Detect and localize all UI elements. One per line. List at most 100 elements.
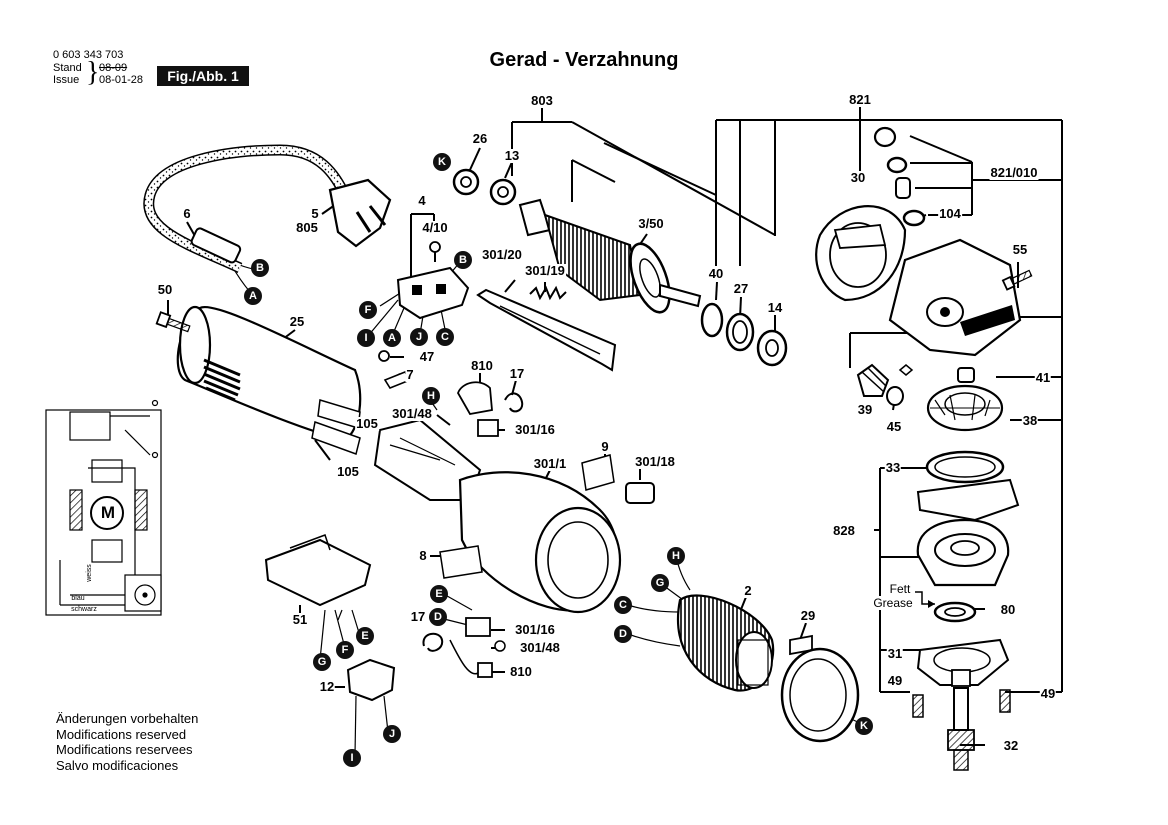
figure-label: Fig./Abb. 1 [157,66,249,86]
label-17-top: 17 [508,366,526,381]
label-38: 38 [1021,413,1039,428]
issue-date: 08-01-28 [99,74,144,86]
suppressor-capacitor [264,534,396,702]
marker-c: C [441,331,449,343]
label-fett: Fett [888,582,912,596]
note-line: Salvo modificaciones [56,757,179,773]
marker-e: E [435,588,443,600]
label-32: 32 [1002,738,1020,753]
label-828: 828 [832,523,856,538]
label-301-16-top: 301/16 [514,422,556,437]
marker-a: A [249,290,257,302]
label-13: 13 [503,148,521,163]
part-number: 0 603 343 703 [53,49,124,61]
label-14: 14 [766,300,784,315]
label-26: 26 [471,131,489,146]
switch-slider [476,285,617,372]
label-4: 4 [417,193,427,208]
label-49-left: 49 [886,673,904,688]
label-27: 27 [732,281,750,296]
marker-b: B [256,262,264,274]
marker-f: F [341,644,349,656]
label-12: 12 [318,679,336,694]
marker-d: D [434,611,442,623]
wire-label-weiss: weiss [86,564,93,582]
label-5: 5 [310,206,320,221]
note-line: Änderungen vorbehalten [56,711,199,726]
label-51: 51 [291,612,309,627]
marker-k: K [438,156,446,168]
flange-assembly [912,450,1020,771]
connector-markers [244,153,873,767]
label-50: 50 [156,282,174,297]
marker-f: F [364,304,372,316]
label-grease: Grease [872,596,914,610]
label-301-16-bottom: 301/16 [514,622,556,637]
gear-set [856,363,1004,432]
power-cord [143,144,392,273]
gear-housing [815,126,1033,357]
armature [452,168,702,314]
bearing-rings [700,302,788,367]
label-39: 39 [856,402,874,417]
label-803: 803 [530,93,554,108]
label-301-48-top: 301/48 [391,406,433,421]
label-9: 9 [600,439,610,454]
brush-assembly [422,617,506,678]
label-17-bottom: 17 [409,609,427,624]
label-301-48-bottom: 301/48 [519,640,561,655]
marker-j: J [415,331,423,343]
handle-housing [373,350,655,614]
issue-label: Issue [53,74,80,86]
marker-g: G [655,577,665,589]
stand-label: Stand [53,62,82,74]
marker-c: C [619,599,627,611]
marker-i: I [364,332,368,344]
label-2: 2 [743,583,753,598]
marker-k: K [860,720,868,732]
label-6: 6 [182,206,192,221]
label-301-18: 301/18 [634,454,676,469]
label-3-50: 3/50 [637,216,665,231]
note-line: Modifications reserved [56,726,187,742]
label-55: 55 [1011,242,1029,257]
label-805: 805 [295,220,319,235]
page-title: Gerad - Verzahnung [489,49,679,71]
label-105-b: 105 [336,464,360,479]
label-41: 41 [1034,370,1052,385]
label-4-10: 4/10 [421,220,449,235]
label-7: 7 [405,367,415,382]
end-cap [780,634,860,743]
label-40: 40 [707,266,725,281]
marker-h: H [427,390,435,402]
marker-g: G [317,656,327,668]
wiring-schematic [45,399,162,616]
motor-housing [155,305,362,455]
label-301-19: 301/19 [524,263,566,278]
label-25: 25 [288,314,306,329]
marker-i: I [350,752,354,764]
marker-d: D [619,628,627,640]
label-810-bottom: 810 [509,664,533,679]
label-821: 821 [848,92,872,107]
switch-assembly [396,241,470,320]
label-47: 47 [418,349,436,364]
notes-block: Änderungen vorbehalten Modifications res… [56,711,198,773]
field-coil [677,594,775,692]
label-105-a: 105 [355,416,379,431]
motor-symbol: M [100,503,116,522]
marker-a: A [388,332,396,344]
label-301-20: 301/20 [481,247,523,262]
label-301-1: 301/1 [532,456,568,471]
marker-j: J [388,728,396,740]
label-104: 104 [938,206,962,221]
label-31: 31 [886,646,904,661]
label-810-top: 810 [470,358,494,373]
label-29: 29 [799,608,817,623]
note-line: Modifications reservees [56,742,193,757]
brace-glyph: } [86,57,100,88]
